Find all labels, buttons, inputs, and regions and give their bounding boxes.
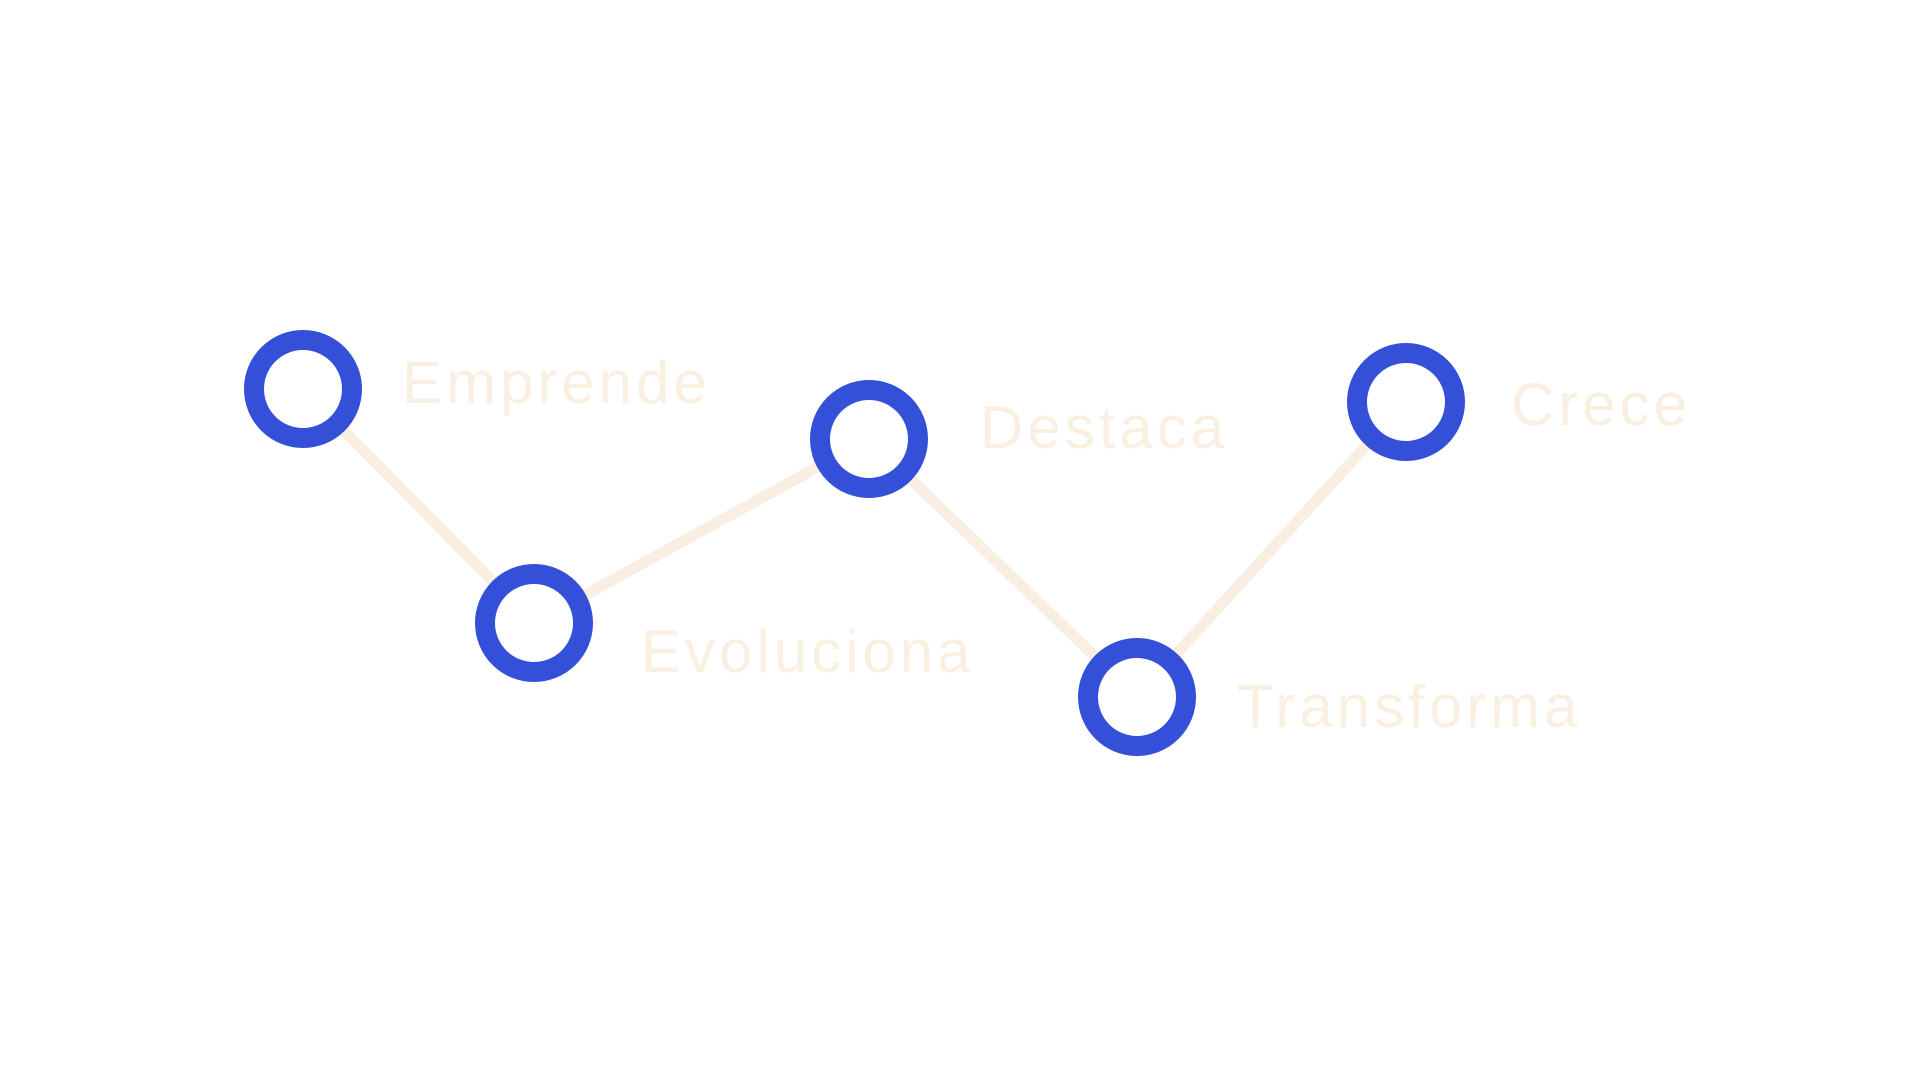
- step-label-crece: Crece: [1511, 371, 1691, 438]
- connector-line: [1132, 398, 1411, 701]
- connector-line: [531, 434, 872, 628]
- step-node-evoluciona: [475, 564, 593, 682]
- step-label-emprende: Emprende: [402, 349, 711, 416]
- step-node-crece: [1347, 343, 1465, 461]
- step-node-emprende: [244, 330, 362, 448]
- step-label-destaca: Destaca: [980, 394, 1228, 461]
- step-node-transforma: [1078, 638, 1196, 756]
- step-label-evoluciona: Evoluciona: [641, 618, 975, 685]
- step-label-transforma: Transforma: [1237, 673, 1582, 740]
- step-node-destaca: [810, 380, 928, 498]
- connector-line: [865, 435, 1141, 701]
